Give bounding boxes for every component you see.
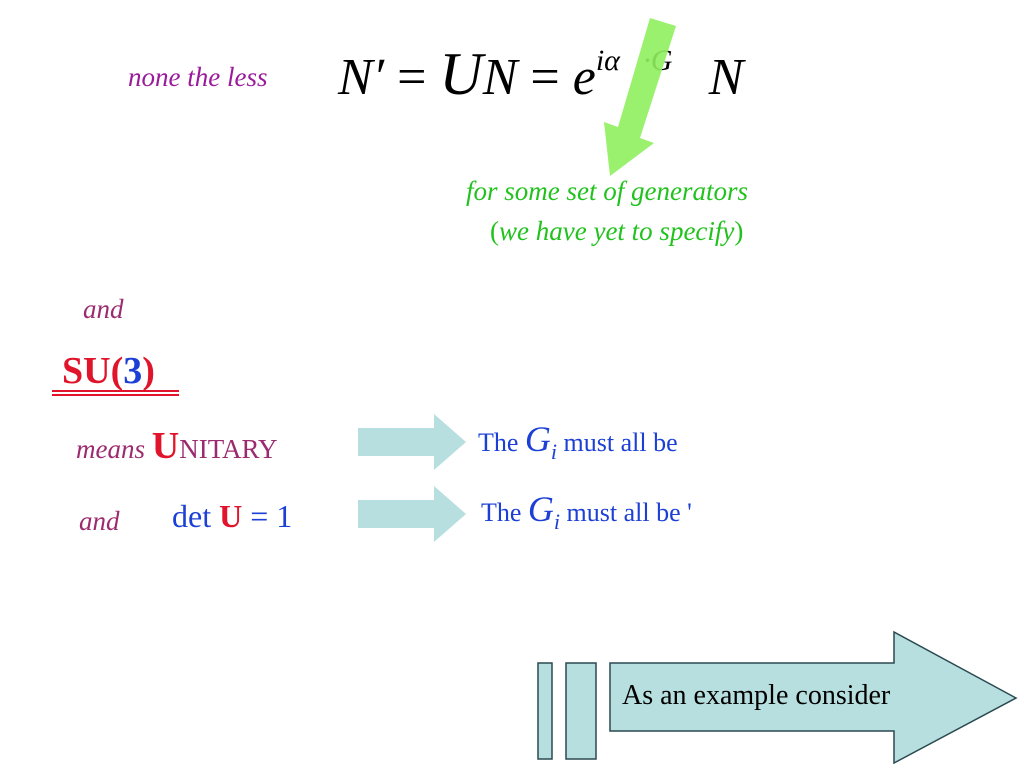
su3-underline-bottom [52,394,179,396]
eq-equals-1: = [397,49,427,106]
and-label-1: and [83,294,124,324]
det-suffix: = 1 [242,498,293,534]
eq-n-2: N [708,49,744,106]
eq-e: e [572,49,596,106]
gi-1-sub: i [550,439,558,464]
eq-n-prime: N′ [338,49,385,106]
eq-n: N [482,49,518,106]
none-the-less-text: none the less [128,62,268,92]
right-arrow-icon [358,414,466,470]
gi-1-pre: The [478,428,525,457]
su3-underline-top [52,390,179,392]
generators-note-line1: for some set of generators [466,176,748,206]
su3-prefix: SU( [62,350,124,392]
and-label-2: and [79,506,120,536]
gi-2-pre: The [481,498,528,527]
green-pointer-arrow-icon [604,18,676,176]
paren-open: ( [490,216,499,246]
det-prefix: det [172,498,220,534]
generators-note-line2: (we have yet to specify) [490,216,743,247]
paren-close: ) [734,216,744,246]
unitary-rest: NITARY [179,434,278,464]
gi-2-sub: i [553,509,561,534]
eq-equals-2: = [530,49,560,106]
means-unitary: means UNITARY [76,424,278,468]
gi-statement-2: The Gi must all be ' [481,488,753,538]
eq-u: U [439,41,483,107]
su3-number: 3 [123,350,143,392]
det-u: U [219,498,243,534]
forward-arrow-button-icon[interactable] [536,630,1020,766]
su3-text: SU(3) [62,349,155,393]
gi-2-g: G [527,489,554,529]
example-label[interactable]: As an example consider [622,680,891,711]
generators-note-line2-text: we have yet to specify [499,216,735,246]
right-arrow-icon [358,486,466,542]
su3-heading: SU(3) [52,349,179,397]
gi-1-g: G [524,419,551,459]
means-label: means [76,434,145,464]
gi-statement-1: The Gi must all be [478,418,740,468]
su3-suffix: ) [142,350,155,392]
unitary-u: U [151,425,180,467]
gi-2-post: must all be ' [560,498,692,527]
det-u-equation: det U = 1 [172,498,292,535]
gi-1-post: must all be [557,428,678,457]
